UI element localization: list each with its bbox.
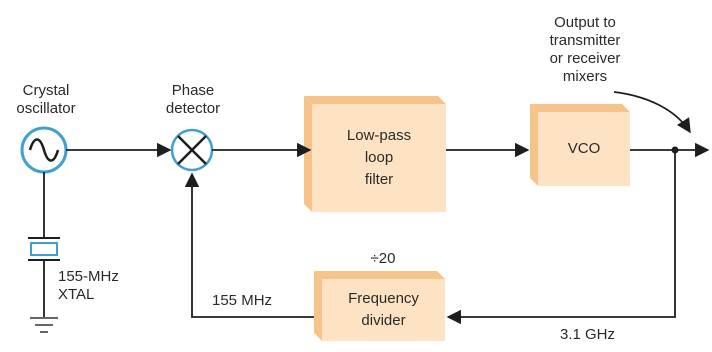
crystal-body	[30, 242, 58, 256]
crystal-oscillator-label: Crystal oscillator	[16, 82, 76, 117]
phase-detector-symbol	[170, 128, 214, 172]
divider-to-phase-arrow	[184, 172, 314, 318]
lpf-top-face	[304, 96, 446, 104]
vco-frequency-label: 3.1 GHz	[560, 326, 616, 343]
divide-ratio-label: ÷20	[370, 250, 396, 267]
lpf-left-face	[304, 96, 312, 212]
frequency-divider-block	[314, 271, 445, 341]
low-pass-filter-label: Low-pass loop filter	[346, 127, 412, 188]
divider-left-face	[314, 271, 322, 341]
ground-symbol	[30, 317, 58, 333]
divider-front-face	[322, 279, 445, 341]
low-pass-filter-block	[304, 96, 446, 212]
feedback-to-divider-arrow	[446, 150, 676, 325]
output-label: Output to transmitter or receiver mixers	[549, 14, 621, 85]
vco-top-face	[530, 104, 630, 112]
phase-detector-label: Phase detector	[165, 82, 221, 117]
vco-label: VCO	[567, 140, 601, 157]
oscillator-sine-wave	[28, 138, 60, 162]
crystal-oscillator-symbol	[20, 126, 68, 174]
vco-front-face	[538, 112, 630, 186]
crystal-symbol	[28, 237, 60, 261]
divider-top-face	[314, 271, 445, 279]
lpf-front-face	[312, 104, 446, 212]
crystal-frequency-label: 155-MHz XTAL	[58, 268, 119, 303]
signal-paths	[43, 91, 710, 325]
vco-left-face	[530, 104, 538, 186]
reference-frequency-label: 155 MHz	[212, 292, 273, 309]
phase-detector-cross-b	[177, 135, 207, 165]
frequency-divider-label: Frequency divider	[348, 290, 419, 329]
output-curved-arrow	[613, 91, 691, 134]
junction-dot	[671, 146, 679, 154]
vco-block	[530, 104, 630, 186]
